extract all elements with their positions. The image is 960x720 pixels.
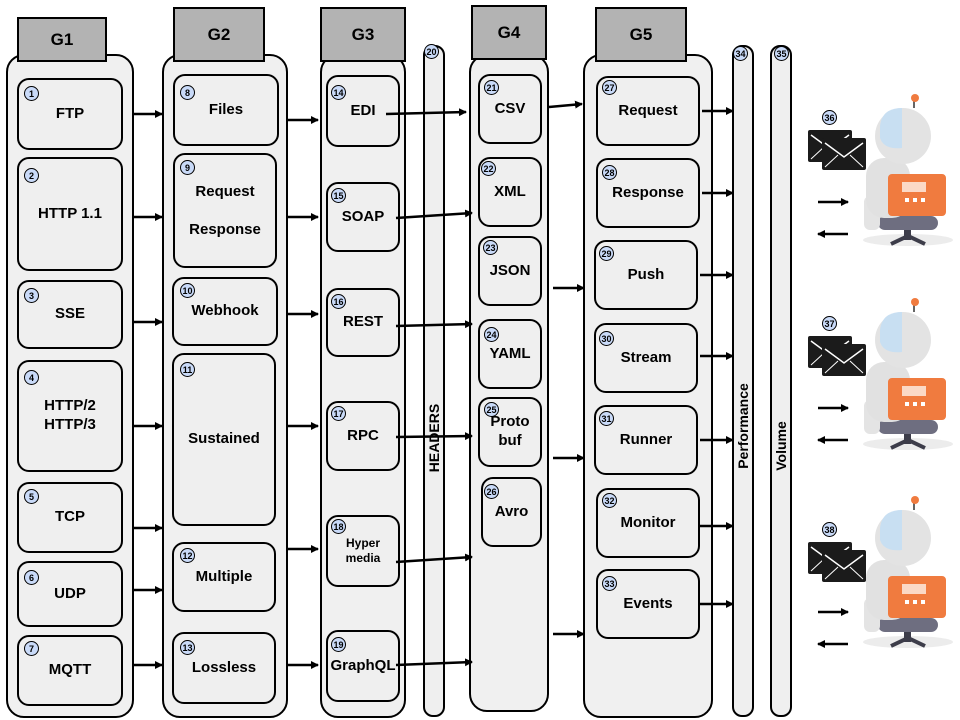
g4-item-xml: XML bbox=[478, 157, 542, 227]
g3-header: G3 bbox=[320, 7, 406, 62]
badge-29: 29 bbox=[599, 246, 614, 261]
badge-3: 3 bbox=[24, 288, 39, 303]
badge-10: 10 bbox=[180, 283, 195, 298]
consumer-36 bbox=[807, 92, 955, 248]
badge-34: 34 bbox=[733, 46, 748, 61]
badge-35: 35 bbox=[774, 46, 789, 61]
badge-37: 37 bbox=[822, 316, 837, 331]
badge-11: 11 bbox=[180, 362, 195, 377]
badge-17: 17 bbox=[331, 406, 346, 421]
badge-6: 6 bbox=[24, 570, 39, 585]
g2-item-sustained: Sustained bbox=[172, 353, 276, 526]
robot-icon bbox=[861, 494, 955, 650]
badge-12: 12 bbox=[180, 548, 195, 563]
robot-icon bbox=[861, 92, 955, 248]
badge-28: 28 bbox=[602, 165, 617, 180]
badge-25: 25 bbox=[484, 402, 499, 417]
badge-18: 18 bbox=[331, 519, 346, 534]
badge-13: 13 bbox=[180, 640, 195, 655]
badge-22: 22 bbox=[481, 161, 496, 176]
badge-4: 4 bbox=[24, 370, 39, 385]
badge-19: 19 bbox=[331, 637, 346, 652]
g1-header: G1 bbox=[17, 17, 107, 62]
arrow-g3-18 bbox=[395, 553, 473, 564]
g2-header: G2 bbox=[173, 7, 265, 62]
consumer-37 bbox=[807, 296, 955, 452]
envelope-icon bbox=[821, 549, 867, 583]
arrow-g3-14 bbox=[385, 108, 467, 117]
robot-icon bbox=[861, 296, 955, 452]
badge-20: 20 bbox=[424, 44, 439, 59]
arrow-g3-17 bbox=[395, 432, 473, 441]
badge-24: 24 bbox=[484, 327, 499, 342]
g2-item-lossless: Lossless bbox=[172, 632, 276, 704]
g3-column bbox=[320, 54, 406, 718]
g2-item-files: Files bbox=[173, 74, 279, 146]
badge-8: 8 bbox=[180, 85, 195, 100]
g5-item-events: Events bbox=[596, 569, 700, 639]
badge-1: 1 bbox=[24, 86, 39, 101]
arrow-g3-16 bbox=[395, 320, 473, 329]
envelope-icon bbox=[821, 137, 867, 171]
badge-23: 23 bbox=[483, 240, 498, 255]
badge-21: 21 bbox=[484, 80, 499, 95]
badge-14: 14 bbox=[331, 85, 346, 100]
badge-30: 30 bbox=[599, 331, 614, 346]
badge-2: 2 bbox=[24, 168, 39, 183]
badge-38: 38 bbox=[822, 522, 837, 537]
badge-26: 26 bbox=[484, 484, 499, 499]
g4-item-yaml: YAML bbox=[478, 319, 542, 389]
badge-33: 33 bbox=[602, 576, 617, 591]
arrow-g3-15 bbox=[395, 209, 473, 220]
badge-31: 31 bbox=[599, 411, 614, 426]
consumer-38 bbox=[807, 494, 955, 650]
badge-15: 15 bbox=[331, 188, 346, 203]
badge-9: 9 bbox=[180, 160, 195, 175]
g3-item-hypermedia: Hyper media bbox=[326, 515, 400, 587]
g5-header: G5 bbox=[595, 7, 687, 62]
badge-32: 32 bbox=[602, 493, 617, 508]
badge-36: 36 bbox=[822, 110, 837, 125]
badge-5: 5 bbox=[24, 489, 39, 504]
arrow-g4-a bbox=[548, 100, 583, 109]
badge-7: 7 bbox=[24, 641, 39, 656]
badge-16: 16 bbox=[331, 294, 346, 309]
g4-header: G4 bbox=[471, 5, 547, 60]
g1-item-http11: HTTP 1.1 bbox=[17, 157, 123, 271]
arrow-g3-19 bbox=[395, 658, 473, 667]
envelope-icon bbox=[821, 343, 867, 377]
badge-27: 27 bbox=[602, 80, 617, 95]
